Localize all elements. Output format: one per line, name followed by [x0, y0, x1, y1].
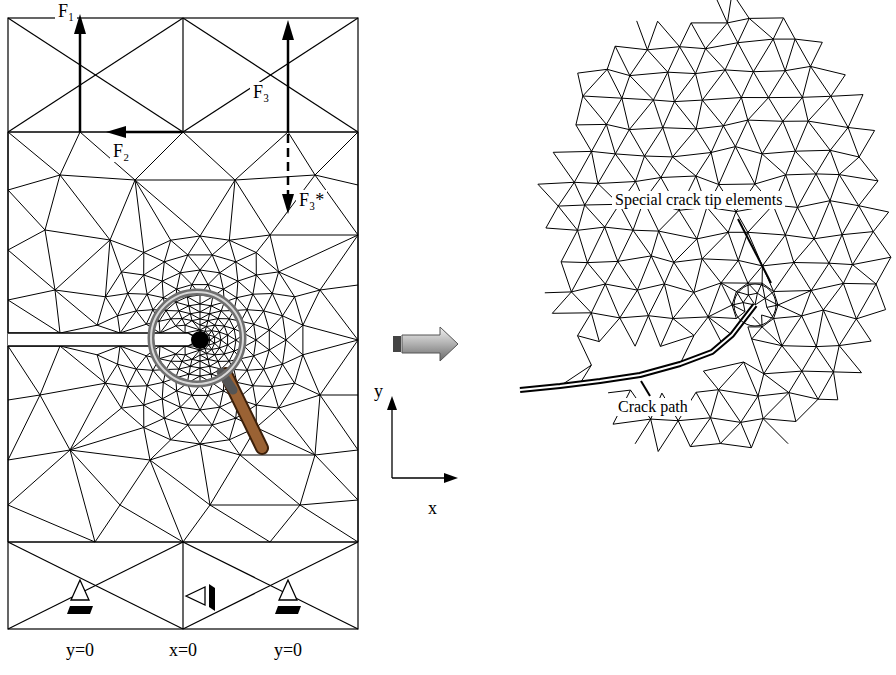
- left-mesh: [8, 132, 358, 542]
- diagram-label: x=0: [169, 640, 197, 661]
- leader-lines: [641, 219, 771, 396]
- diagram-label: F₁: [55, 1, 77, 22]
- diagram-label: y: [374, 381, 383, 402]
- notch-faces: [8, 333, 200, 346]
- diagram-label: x: [428, 498, 437, 519]
- axes: [387, 396, 458, 483]
- notch-gap: [8, 333, 200, 346]
- force-arrows: [74, 14, 294, 214]
- crack-path-line: [520, 305, 755, 390]
- magnifier: [151, 292, 262, 448]
- crack-tip-dense: [191, 331, 209, 349]
- mesh-edges: [8, 132, 358, 542]
- diagram-label: y=0: [274, 640, 302, 661]
- tip-circle: [734, 284, 776, 326]
- diagram-label: F₃: [250, 82, 272, 103]
- diagram-label: y=0: [66, 640, 94, 661]
- coarse-bands: [8, 18, 358, 629]
- supports: [67, 580, 301, 614]
- diagram-label: F₂: [110, 141, 132, 162]
- diagram-label: Crack path: [615, 398, 691, 416]
- zoom-arrow: [393, 327, 458, 361]
- diagram-label: F₃*: [296, 190, 327, 211]
- diagram-label: Special crack tip elements: [612, 191, 785, 209]
